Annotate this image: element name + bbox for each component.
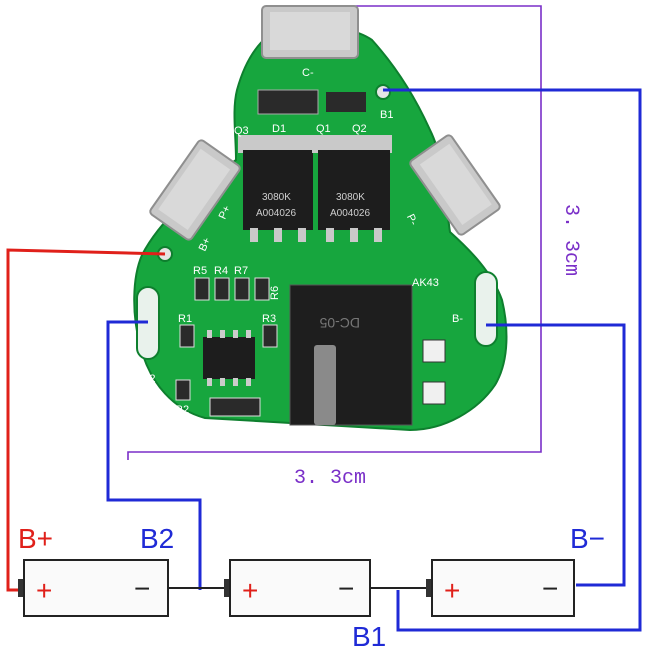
c-minus-tab-face xyxy=(270,12,350,50)
dimension-lines xyxy=(127,5,542,460)
pad-label-p-plus: P+ xyxy=(217,204,234,222)
pad-label-b1: B1 xyxy=(380,109,393,121)
pad-label-q1: Q1 xyxy=(316,123,331,135)
pad-label-r6: R6 xyxy=(269,286,281,300)
pad-label-b-plus: B+ xyxy=(197,236,214,254)
height-dimension-label: 3. 3cm xyxy=(559,204,582,276)
pad-label-r2: R2 xyxy=(175,404,189,416)
wiring-label-b-minus: B− xyxy=(570,523,605,554)
wiring-label-b-plus: B+ xyxy=(18,523,53,554)
pcb-board: 3080K A004026 3080K A004026 xyxy=(133,5,508,432)
mosfet-left xyxy=(238,135,316,242)
battery-cell-1: + − xyxy=(18,559,169,617)
pad-label-q3: Q3 xyxy=(234,125,249,137)
pad-label-b-minus: B- xyxy=(452,313,463,325)
wiring-label-b1: B1 xyxy=(352,621,386,652)
pad-label-c-minus: C- xyxy=(302,67,314,79)
board-model-label: AK43 xyxy=(412,277,439,289)
diode-right-top xyxy=(422,339,446,363)
diode-right-bottom xyxy=(422,381,446,405)
cell-2-minus: − xyxy=(338,573,354,604)
pad-label-r1: R1 xyxy=(178,313,192,325)
resistor-array xyxy=(175,277,278,417)
wire-b-plus xyxy=(6,248,166,592)
mosfet-left-line1: 3080K xyxy=(262,192,291,203)
wire-b-minus xyxy=(486,323,626,587)
wire-b2 xyxy=(106,320,202,590)
p-minus-tab xyxy=(409,134,501,236)
capacitor-text: DC-05 xyxy=(319,315,360,331)
b-minus-slot xyxy=(474,271,498,347)
cell-1-plus: + xyxy=(36,575,52,606)
pad-label-r7: R7 xyxy=(234,265,248,277)
mosfet-right xyxy=(312,135,392,242)
battery-cell-3: + − xyxy=(426,559,575,617)
pad-label-r3: R3 xyxy=(262,313,276,325)
cell-1-minus: − xyxy=(134,573,150,604)
wires xyxy=(6,88,642,632)
mosfet-right-line2: A004026 xyxy=(330,208,370,219)
cell-2-plus: + xyxy=(242,575,258,606)
battery-cell-2: + − xyxy=(224,559,371,617)
diode-d1 xyxy=(257,89,319,115)
pad-label-d1: D1 xyxy=(272,123,286,135)
mosfet-left-line2: A004026 xyxy=(256,208,296,219)
pad-label-r5: R5 xyxy=(193,265,207,277)
p-plus-tab xyxy=(149,139,241,241)
capacitor-block xyxy=(289,284,413,426)
pad-label-b2: B2 xyxy=(142,373,155,385)
wire-b1 xyxy=(383,88,642,632)
pad-label-q2: Q2 xyxy=(352,123,367,135)
small-transistor xyxy=(326,92,366,112)
width-dimension-label: 3. 3cm xyxy=(294,467,366,490)
b1-hole xyxy=(375,84,391,100)
wiring-label-b2: B2 xyxy=(140,523,174,554)
protection-ic xyxy=(203,330,255,386)
mosfet-right-line1: 3080K xyxy=(336,192,365,203)
pad-label-p-minus: P- xyxy=(404,212,420,227)
cell-3-minus: − xyxy=(542,573,558,604)
pad-label-r4: R4 xyxy=(214,265,228,277)
cell-3-plus: + xyxy=(444,575,460,606)
